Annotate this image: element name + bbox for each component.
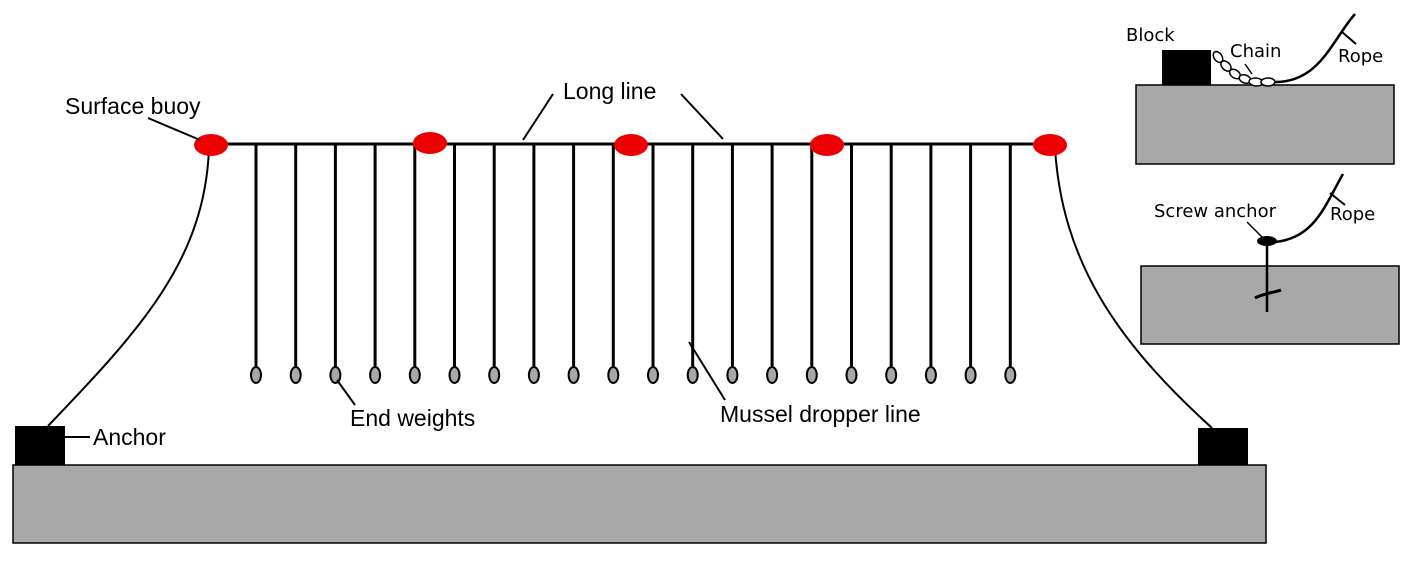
surface-buoy [1033,134,1067,156]
label-anchor: Anchor [93,424,166,450]
end-weight [924,366,937,384]
inset-rope-screw [1274,173,1345,244]
inset-seabed-block [1135,84,1395,165]
seabed [12,464,1267,544]
inset-screw-head [1257,236,1277,246]
inset-chain [1212,50,1276,87]
inset-screw-thread [1254,288,1282,300]
anchor-left [15,426,65,465]
end-weight [805,366,818,384]
inset-label-rope-block: Rope [1338,46,1383,67]
leader-inset-rope-screw [1329,192,1346,206]
end-weight [567,366,580,384]
inset-label-block: Block [1126,25,1175,46]
end-weight [845,366,858,384]
end-weight [289,366,302,384]
inset-screw-anchor: Screw anchor Rope [1140,173,1400,345]
end-weight [250,366,262,384]
inset-label-rope-screw: Rope [1330,204,1375,225]
label-end-weights: End weights [350,405,475,431]
mooring-line-left [47,147,210,427]
anchor-right [1198,428,1248,465]
end-weight [766,366,779,384]
leader-long-line-2 [680,93,724,140]
surface-buoy [810,134,844,156]
surface-buoy [194,134,228,156]
leader-inset-rope-block [1341,31,1357,45]
end-weight [369,366,382,384]
inset-block-anchor: Block Chain Rope [1126,13,1395,165]
surface-buoy [413,132,447,154]
label-long-line: Long line [563,78,656,104]
end-weight [408,366,421,384]
end-weight [647,366,659,384]
end-weight [607,366,620,384]
end-weight [488,366,501,384]
label-surface-buoy: Surface buoy [65,93,201,119]
leader-surface-buoy [147,117,201,141]
label-mussel-dropper-line: Mussel dropper line [720,401,921,427]
end-weight [885,366,898,384]
leader-mussel-dropper [688,341,726,401]
leader-long-line-1 [522,93,554,141]
leader-inset-chain [1244,63,1253,75]
end-weight [527,366,540,384]
inset-rope-block [1274,13,1356,84]
mooring-line-right [1054,147,1213,429]
end-weight [726,366,739,384]
end-weight [329,366,342,384]
mussel-dropper-lines [250,144,1017,384]
leader-screw-anchor [1246,221,1263,238]
end-weight [448,366,461,384]
surface-buoys [194,132,1067,156]
inset-block [1162,50,1211,85]
end-weight [686,366,699,384]
surface-buoy [614,134,648,156]
end-weight [964,366,977,384]
inset-label-chain: Chain [1230,41,1281,62]
inset-label-screw-anchor: Screw anchor [1154,201,1277,222]
inset-seabed-screw [1140,265,1400,345]
leader-end-weights [336,379,356,406]
end-weight [1004,366,1017,384]
